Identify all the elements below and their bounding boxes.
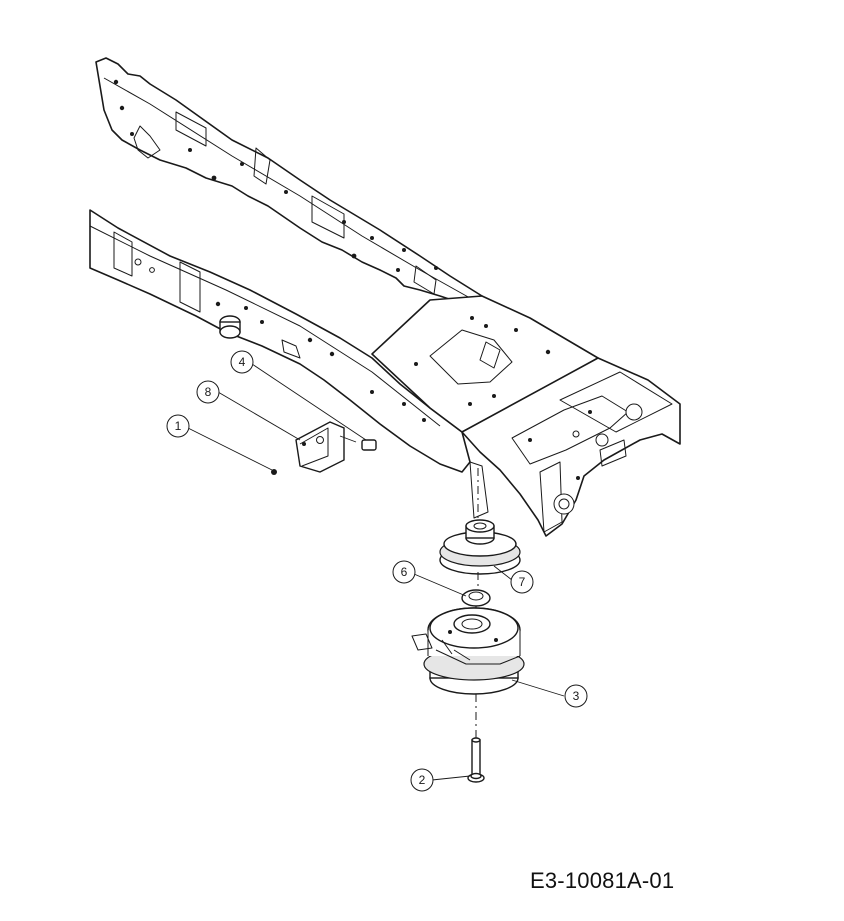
spacer-washer [461,589,491,607]
callout-label: 1 [175,419,182,433]
callout-6: 6 [392,560,416,584]
callout-label: 8 [205,385,212,399]
electric-pto-clutch [411,607,525,695]
drawing-number: E3-10081A-01 [530,868,675,893]
frame-rail-upper [95,57,483,307]
callout-label: 7 [519,575,526,589]
callout-3: 3 [564,684,588,708]
frame-rear-section [461,357,681,537]
callout-7: 7 [510,570,534,594]
callout-1: 1 [166,414,190,438]
assembly-center-line [475,468,479,738]
callout-4: 4 [230,350,254,374]
pulley [439,519,521,575]
callout-label: 6 [401,565,408,579]
callout-8: 8 [196,380,220,404]
callout-label: 4 [239,355,246,369]
frame-rail-lower [89,209,471,473]
leader-lines [187,363,565,781]
callout-label: 3 [573,689,580,703]
callout-label: 2 [419,773,426,787]
clutch-bracket [271,421,377,475]
callout-2: 2 [410,768,434,792]
bolt [467,737,485,783]
